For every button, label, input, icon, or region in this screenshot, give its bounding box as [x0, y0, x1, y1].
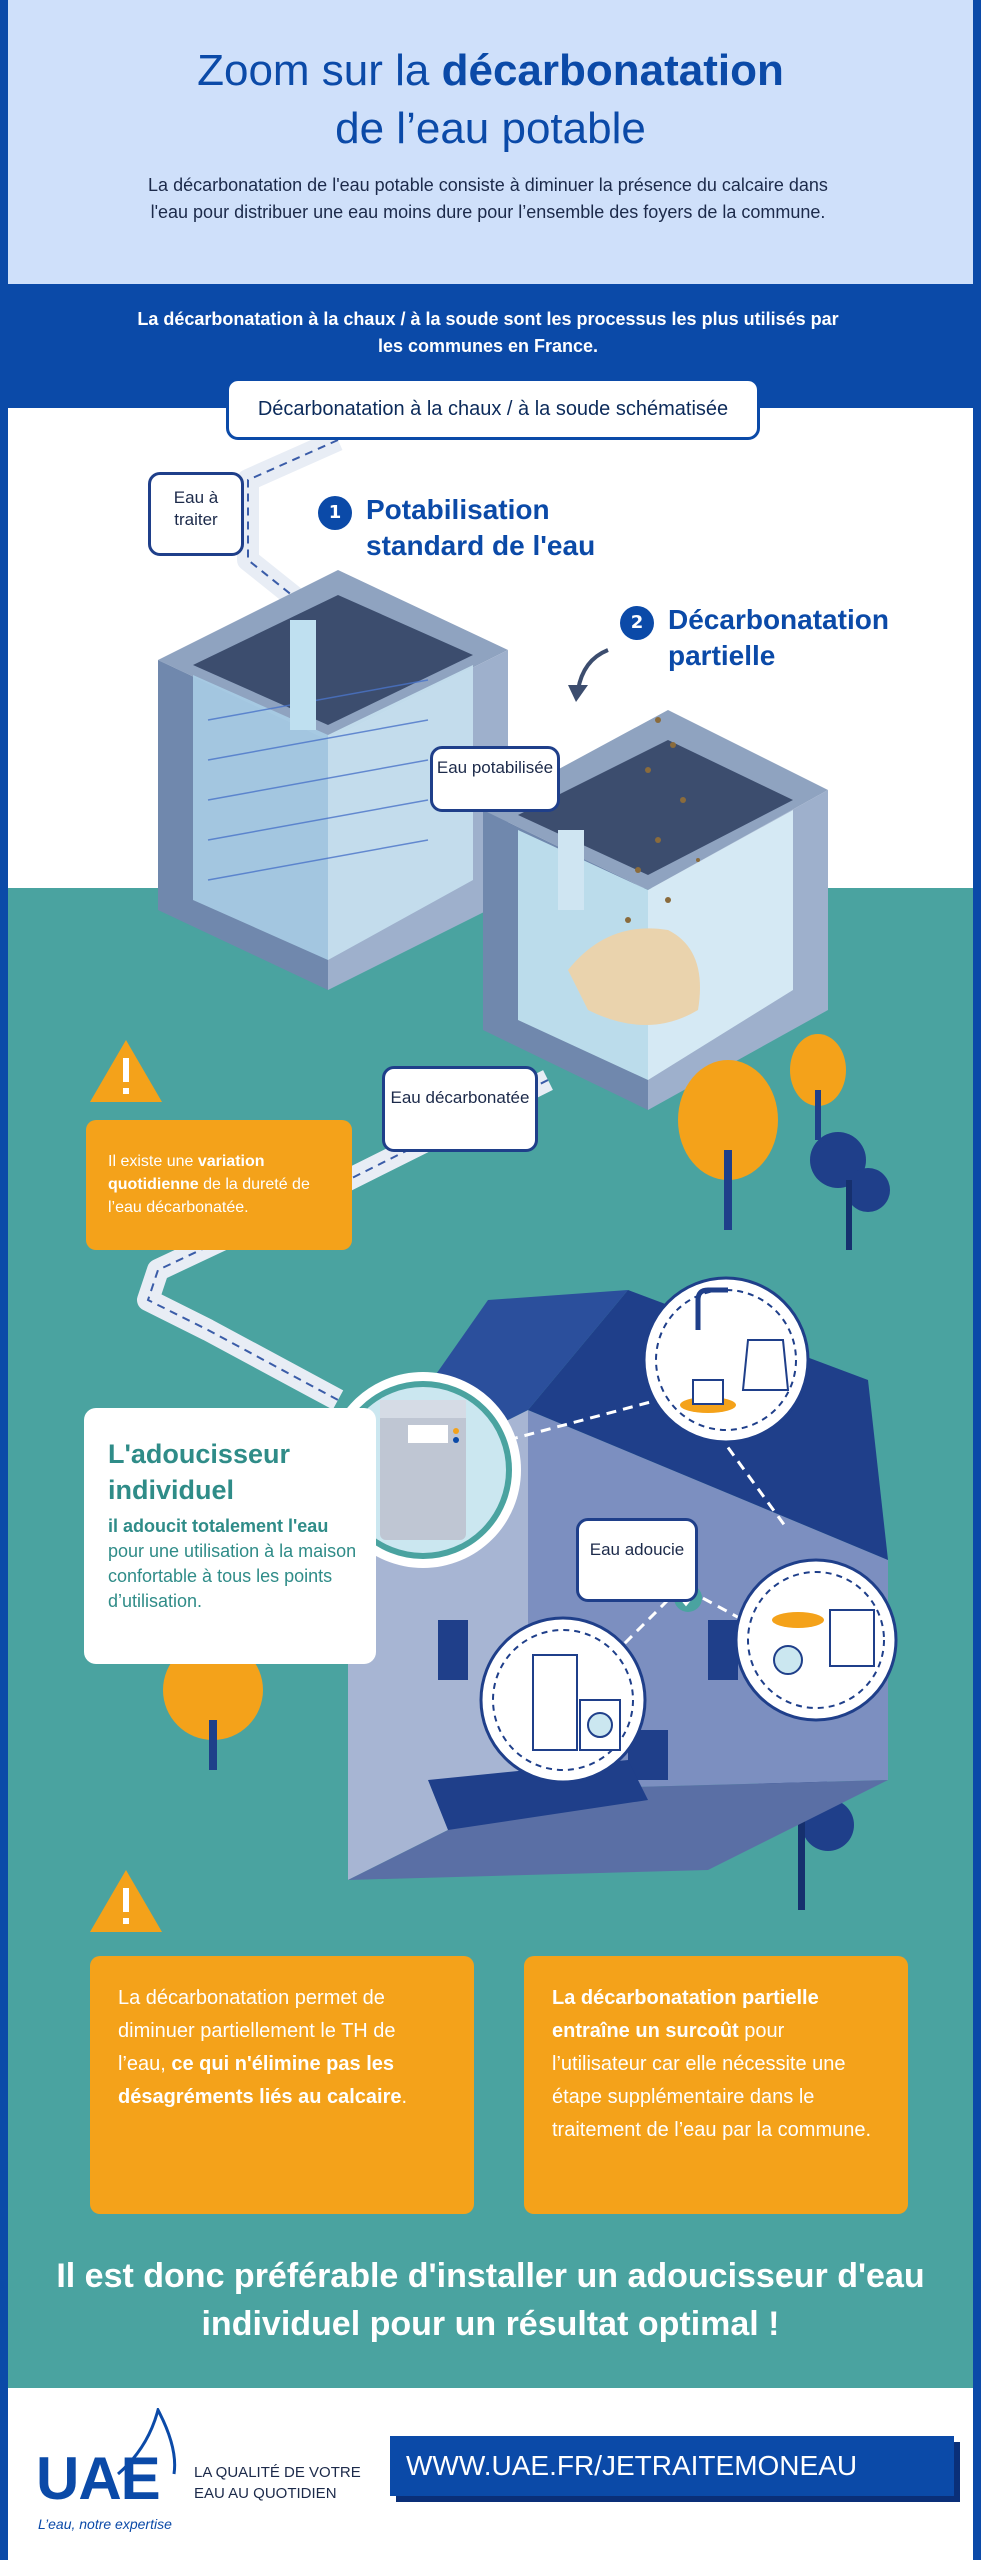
note-right-bold: La décarbonatation partielle entraîne un… [552, 1987, 819, 2042]
step-1-title: Potabilisation standard de l'eau [366, 494, 596, 561]
warning-icon [90, 1040, 162, 1102]
note-right-post: pour l’utilisateur car elle nécessite un… [552, 2020, 872, 2141]
conclusion-text: Il est donc préférable d'installer un ad… [56, 2257, 925, 2343]
note-right: La décarbonatation partielle entraîne un… [524, 1956, 908, 2214]
step-2-title: Décarbonatation partielle [668, 604, 889, 671]
footer-tagline: LA QUALITÉ DE VOTRE EAU AU QUOTIDIEN [194, 2464, 361, 2502]
fridge-icon [479, 1616, 647, 1784]
brand-slogan: L’eau, notre expertise [38, 2516, 172, 2532]
note-left: La décarbonatation permet de diminuer pa… [90, 1956, 474, 2214]
softener-text-rest: pour une utilisation à la maison confort… [108, 1541, 357, 1611]
softener-title: L'adoucisseur individuel [108, 1439, 290, 1505]
step-1-number: 1 [318, 496, 352, 530]
title-bold: décarbonatation [441, 46, 784, 95]
softener-text: il adoucit totalement l'eau pour une uti… [108, 1514, 358, 1614]
variation-note-post: de la dureté de l’eau décarbonatée. [108, 1176, 310, 1216]
label-eau-decarbonatee: Eau décarbonatée [382, 1066, 538, 1152]
band-text: La décarbonatation à la chaux / à la sou… [137, 309, 839, 356]
note-left-post: . [401, 2086, 408, 2108]
tank-2 [483, 710, 828, 1110]
label-eau-potabilisee: Eau potabilisée [430, 746, 560, 812]
header [8, 0, 973, 284]
tank-1 [158, 570, 508, 990]
softener-card [84, 1408, 376, 1664]
kettle-icon [741, 1339, 790, 1391]
variation-note: Il existe une variation quotidienne de l… [86, 1120, 352, 1250]
diagram-title-pill: Décarbonatation à la chaux / à la soude … [226, 378, 760, 440]
website-link[interactable]: WWW.UAE.FR/JETRAITEMONEAU [390, 2436, 954, 2496]
variation-note-pre: Il existe une [108, 1153, 198, 1170]
title-regular: Zoom sur la [197, 46, 442, 95]
process-illustration [90, 429, 898, 1932]
brand-logo: UAE [36, 2445, 161, 2512]
water-drop-icon [117, 2408, 177, 2476]
warning-icon [90, 1870, 162, 1932]
softener-text-bold: il adoucit totalement l'eau [108, 1516, 329, 1536]
note-left-pre: La décarbonatation permet de diminuer pa… [118, 1987, 396, 2075]
label-eau-adoucie: Eau adoucie [576, 1518, 698, 1602]
dishwasher-icon [734, 1558, 898, 1722]
page-title: Zoom sur la décarbonatation de l’eau pot… [8, 42, 973, 158]
title-line2: de l’eau potable [335, 104, 646, 153]
label-eau-a-traiter: Eau à traiter [148, 472, 244, 556]
intro-text: La décarbonatation de l'eau potable cons… [148, 175, 828, 222]
faucet-icon [642, 1276, 810, 1444]
note-left-bold: ce qui n'élimine pas les désagréments li… [118, 2053, 402, 2108]
step-2-number: 2 [620, 606, 654, 640]
variation-note-bold: variation quotidienne [108, 1153, 265, 1193]
